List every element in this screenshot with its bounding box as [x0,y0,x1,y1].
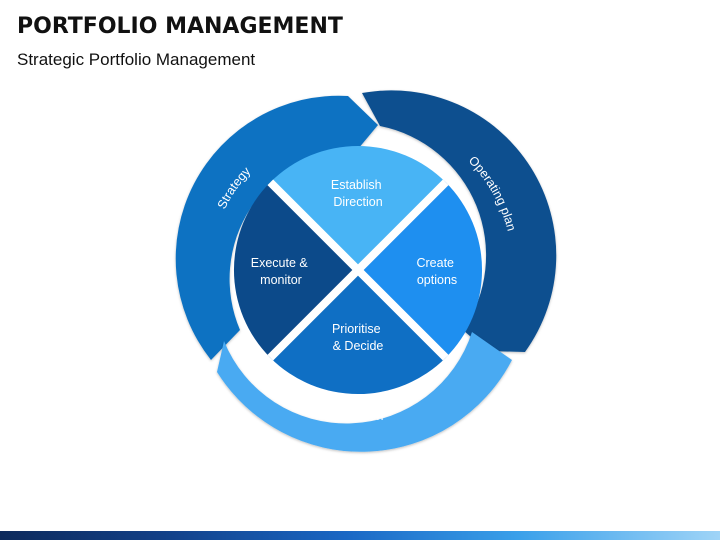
quadrant-label-bottom: Prioritise & Decide [332,322,384,353]
quadrant-left [233,182,358,358]
ring-segment-strategy [175,95,378,360]
quadrant-top [270,145,446,270]
quadrant-right [358,182,483,358]
quadrant-label-right: Create options [416,256,457,287]
ring-label-execution: Execution [329,409,384,423]
footer-accent-bar [0,531,720,540]
ring-segment-execution [217,332,512,452]
ring-segment-operating-plan [362,90,557,353]
quadrant-divider-2 [267,179,449,361]
page-subtitle: Strategic Portfolio Management [17,50,256,69]
quadrant-label-top: Establish Direction [331,178,385,209]
quadrant-bottom [270,270,446,395]
quadrant-label-left: Execute & monitor [251,256,311,287]
page-title: PORTFOLIO MANAGEMENT [17,14,343,39]
